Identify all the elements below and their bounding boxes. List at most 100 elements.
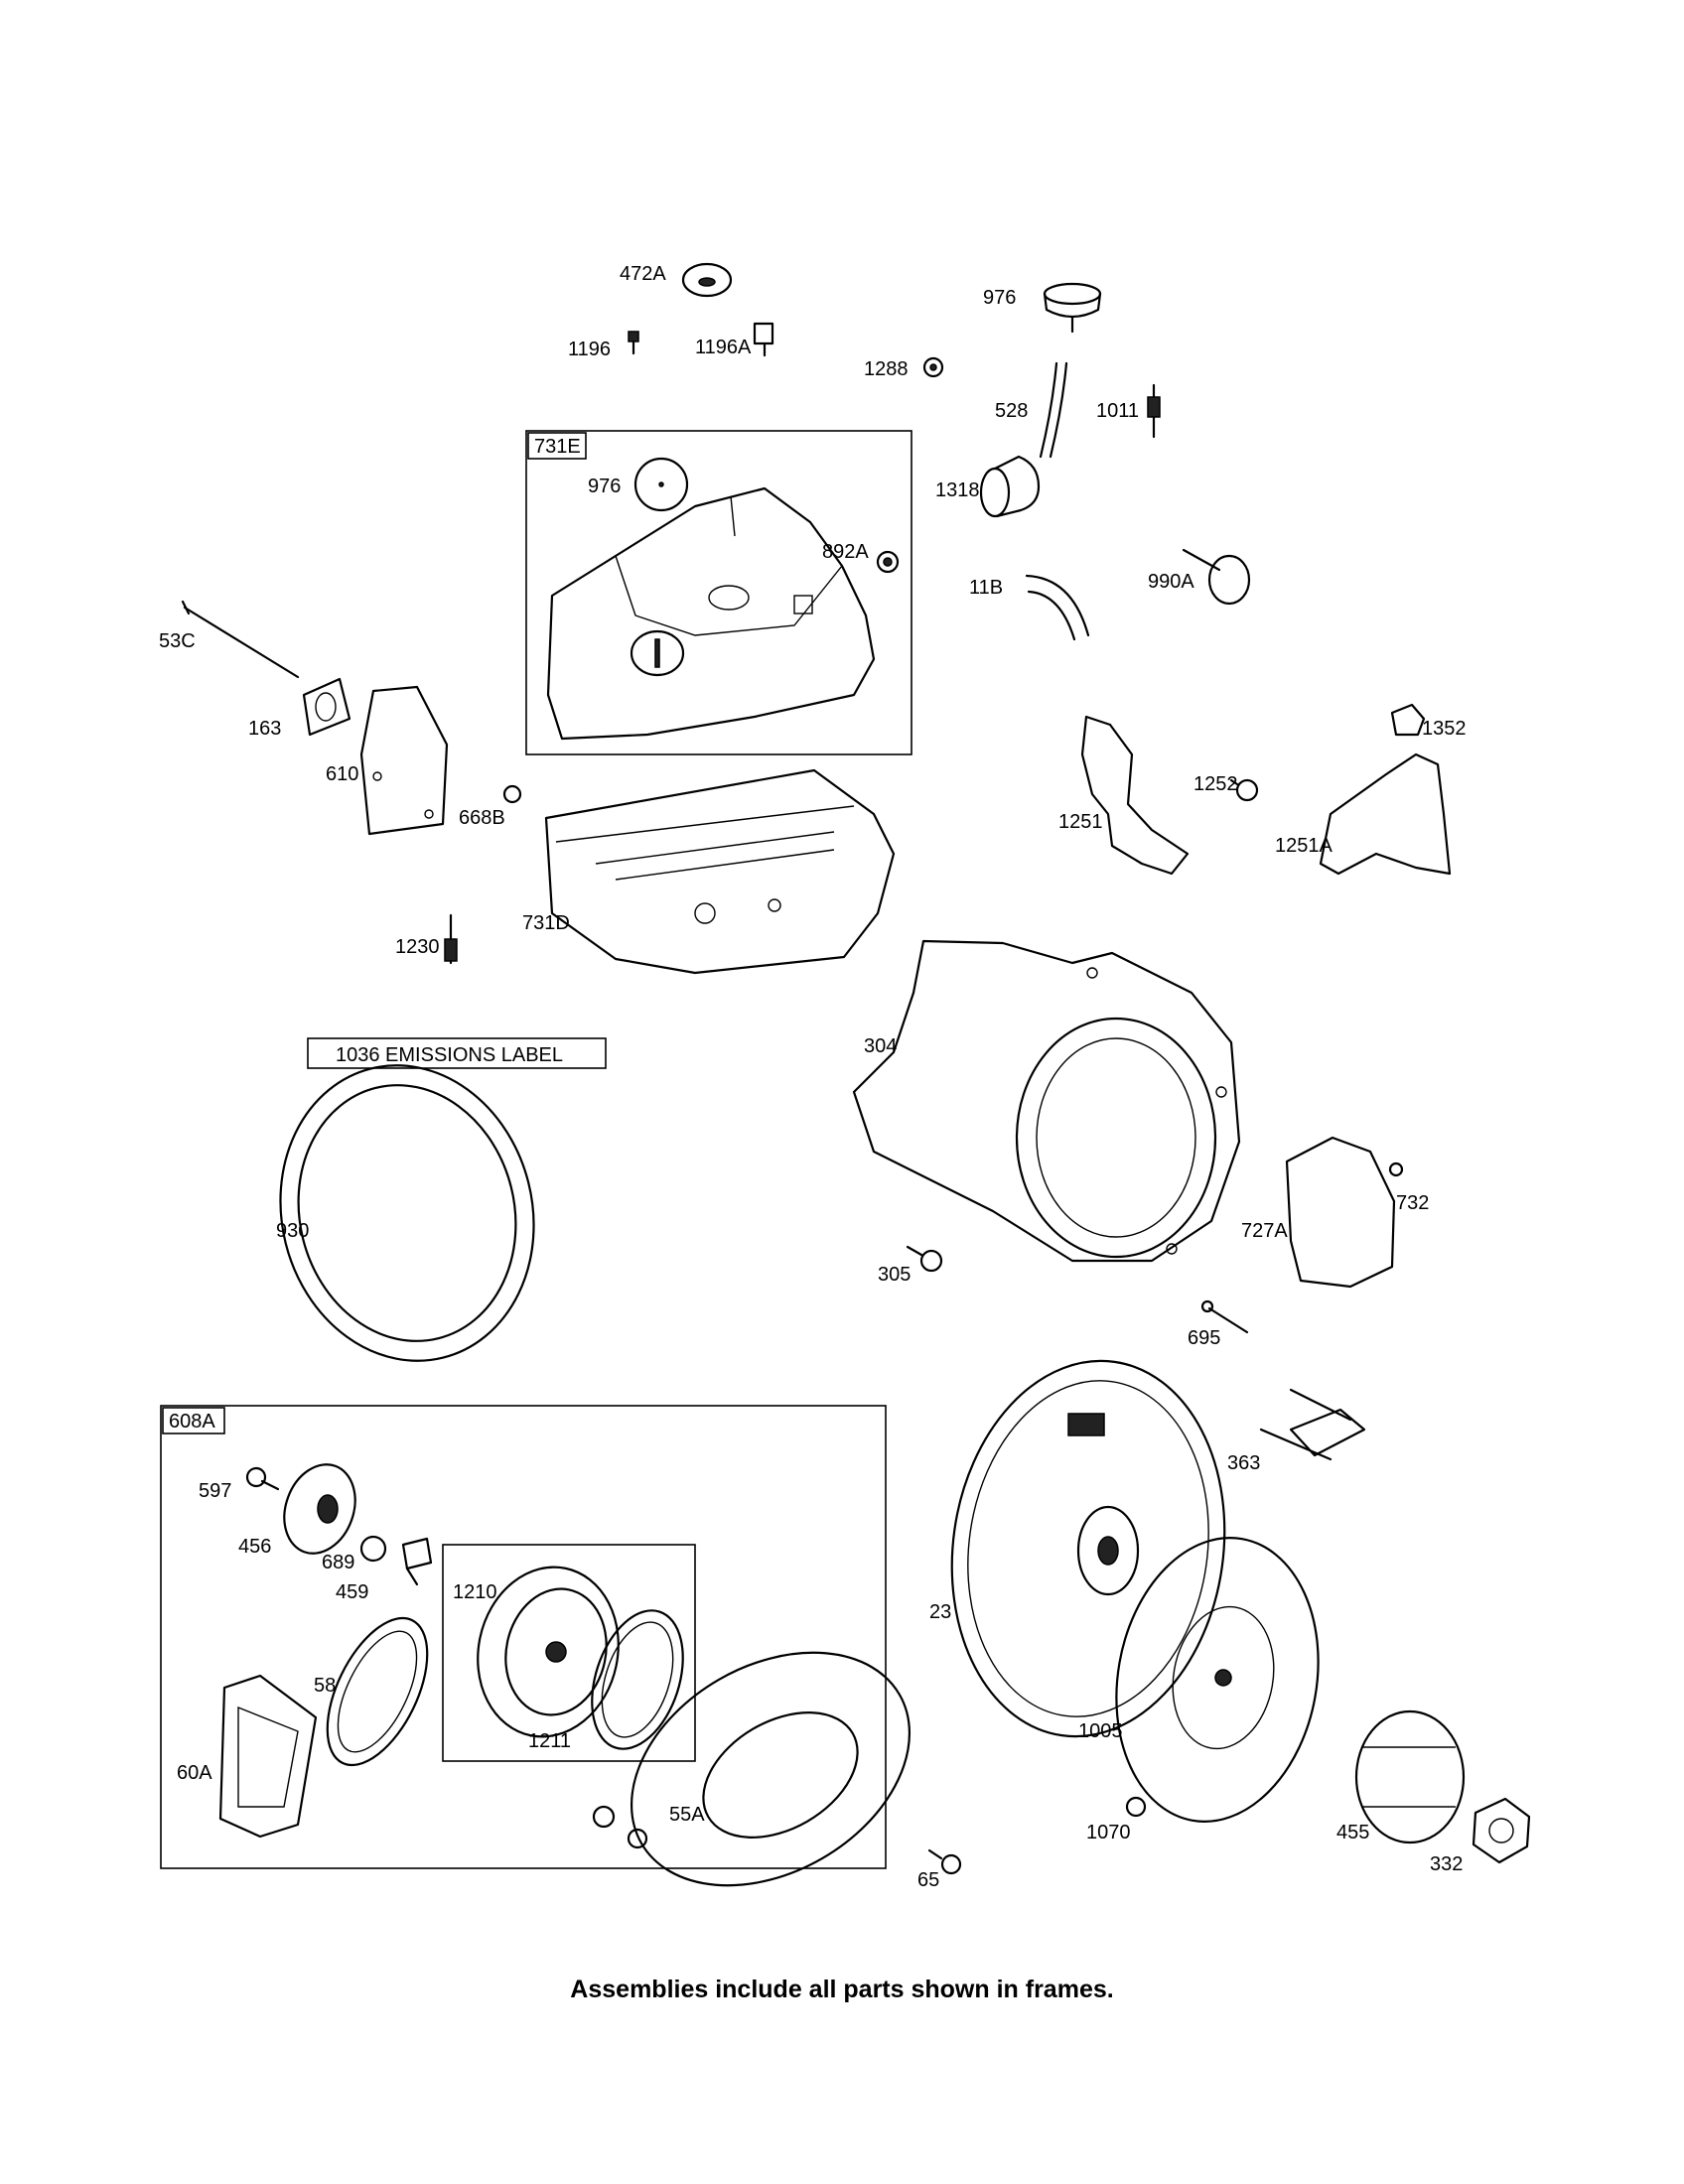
- part-930-gasket: [279, 1064, 535, 1362]
- label-731E: 731E: [534, 436, 581, 458]
- label-1230: 1230: [395, 936, 440, 958]
- part-11B: [1025, 574, 1090, 641]
- label-55A: 55A: [669, 1804, 705, 1826]
- part-60A-handle: [218, 1674, 318, 1839]
- label-608A: 608A: [169, 1411, 215, 1433]
- part-731D-shroud: [544, 768, 896, 975]
- label-1252: 1252: [1193, 773, 1238, 795]
- label-990A: 990A: [1148, 571, 1194, 593]
- label-732: 732: [1396, 1192, 1429, 1214]
- part-1211-spring: [591, 1609, 684, 1750]
- part-58-spring: [326, 1616, 429, 1767]
- label-1318: 1318: [935, 479, 980, 501]
- part-305: [906, 1245, 943, 1273]
- frame-608A: [160, 1405, 887, 1869]
- part-456: [283, 1463, 356, 1555]
- part-1230: [444, 913, 458, 965]
- label-1210: 1210: [453, 1581, 497, 1603]
- label-304: 304: [864, 1035, 897, 1057]
- part-1251: [1080, 715, 1190, 876]
- label-305: 305: [878, 1264, 911, 1286]
- part-163: [302, 677, 351, 737]
- part-732: [1388, 1161, 1404, 1177]
- label-1070: 1070: [1086, 1822, 1131, 1843]
- part-472A: [681, 262, 733, 298]
- frame-731E-tag: [527, 432, 587, 460]
- frame-731E: [525, 430, 912, 755]
- frame-1210: [442, 1544, 696, 1762]
- part-363-armature-bolts: [1259, 1388, 1366, 1461]
- part-55A-housing: [630, 1651, 912, 1887]
- label-668B: 668B: [459, 807, 505, 829]
- part-1251A: [1319, 752, 1452, 876]
- part-1011: [1147, 383, 1161, 439]
- label-23: 23: [929, 1601, 951, 1623]
- part-528: [1039, 361, 1068, 459]
- part-695: [1200, 1299, 1249, 1334]
- label-1211: 1211: [528, 1730, 571, 1752]
- part-459: [401, 1537, 433, 1586]
- label-930: 930: [276, 1220, 309, 1242]
- label-1196: 1196: [568, 339, 611, 360]
- label-597: 597: [199, 1480, 231, 1502]
- part-1288: [922, 356, 944, 378]
- label-1196A: 1196A: [695, 337, 752, 358]
- label-695: 695: [1188, 1327, 1220, 1349]
- part-668B: [502, 784, 522, 804]
- part-1352: [1390, 703, 1426, 737]
- part-976-top: [1043, 282, 1102, 334]
- label-332: 332: [1430, 1853, 1463, 1875]
- label-727A: 727A: [1241, 1220, 1288, 1242]
- part-1070: [1125, 1796, 1147, 1818]
- label-163: 163: [248, 718, 281, 740]
- label-731D: 731D: [522, 912, 570, 934]
- footer-note: Assemblies include all parts shown in fr…: [570, 1976, 1114, 2003]
- part-65: [927, 1848, 962, 1875]
- label-976-frame: 976: [588, 476, 621, 497]
- part-727A: [1285, 1136, 1396, 1289]
- part-455-cup: [1354, 1709, 1466, 1844]
- label-976-top: 976: [983, 287, 1016, 309]
- part-610: [359, 685, 449, 836]
- label-1011: 1011: [1096, 400, 1139, 422]
- label-1288: 1288: [864, 358, 909, 380]
- part-1210-pulley: [477, 1566, 620, 1738]
- part-1252: [1229, 778, 1259, 802]
- frame-608A-tag: [162, 1407, 225, 1434]
- label-456: 456: [238, 1536, 271, 1558]
- part-1005-fan: [1115, 1537, 1320, 1823]
- label-1251A: 1251A: [1275, 835, 1333, 857]
- part-1318: [979, 455, 1041, 518]
- part-731E-cover: [546, 457, 876, 741]
- label-65: 65: [917, 1869, 939, 1891]
- part-304-blower-housing: [852, 939, 1241, 1263]
- part-53C: [181, 600, 300, 679]
- part-1196A: [753, 322, 774, 357]
- emissions-label-box: [307, 1037, 607, 1069]
- label-689: 689: [322, 1552, 354, 1573]
- label-459: 459: [336, 1581, 368, 1603]
- part-990A: [1182, 548, 1251, 606]
- emissions-label-text: 1036 EMISSIONS LABEL: [336, 1044, 563, 1066]
- part-892A: [876, 550, 900, 574]
- label-58: 58: [314, 1675, 336, 1697]
- label-363: 363: [1227, 1452, 1260, 1474]
- label-11B: 11B: [969, 577, 1003, 599]
- part-23-flywheel: [950, 1359, 1226, 1738]
- part-1196: [628, 331, 639, 355]
- label-455: 455: [1336, 1822, 1369, 1843]
- label-610: 610: [326, 763, 358, 785]
- label-472A: 472A: [620, 263, 666, 285]
- label-528: 528: [995, 400, 1028, 422]
- part-332-nut: [1472, 1797, 1531, 1864]
- part-55A-nut-bolt: [592, 1805, 648, 1849]
- label-1352: 1352: [1422, 718, 1467, 740]
- label-892A: 892A: [822, 541, 869, 563]
- label-60A: 60A: [177, 1762, 212, 1784]
- label-1251: 1251: [1058, 811, 1103, 833]
- label-53C: 53C: [159, 630, 196, 652]
- label-1005: 1005: [1078, 1720, 1123, 1742]
- part-689: [359, 1535, 387, 1563]
- part-597: [245, 1466, 280, 1491]
